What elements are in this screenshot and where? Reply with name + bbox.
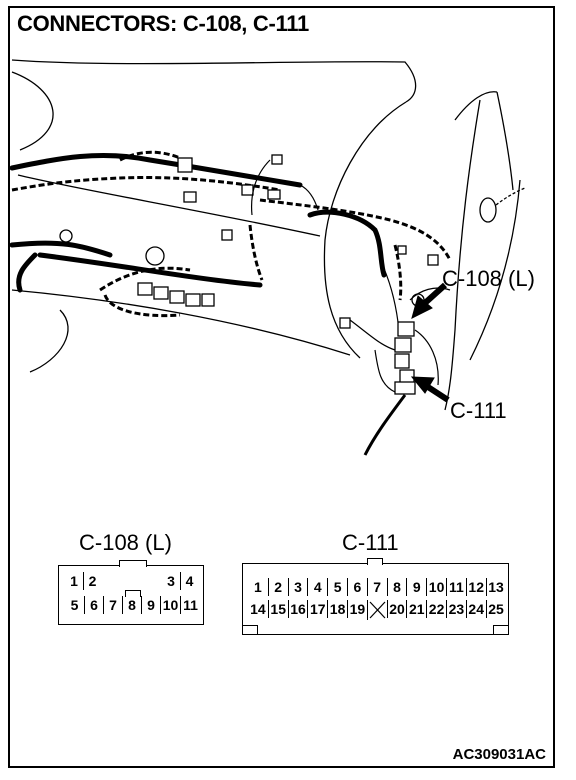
c111-pin: 5 <box>327 578 347 596</box>
c111-blank-cavity <box>366 600 387 620</box>
c108-pin: 1 <box>70 573 78 589</box>
c111-pin: 20 <box>386 600 407 618</box>
small-connector <box>271 154 283 165</box>
c108-pin: 6 <box>84 596 103 614</box>
figure-frame <box>8 6 555 768</box>
connector-c108-face: 1 2 3 4 5 6 7 8 9 10 11 <box>58 560 204 625</box>
c111-callout-label: C-111 <box>450 398 507 423</box>
c111-face-label: C-111 <box>342 530 399 555</box>
figure-title: CONNECTORS: C-108, C-111 <box>17 11 309 36</box>
c111-pin: 13 <box>485 578 506 596</box>
c108-pin: 5 <box>70 597 79 613</box>
c111-pin: 12 <box>465 578 486 596</box>
c111-pin: 10 <box>426 578 446 596</box>
c111-pin: 14 <box>250 601 266 617</box>
c111-pin: 17 <box>307 600 327 618</box>
c111-lock-tab <box>367 558 383 565</box>
c108-pin: 10 <box>160 596 180 614</box>
c108-key <box>125 590 141 597</box>
c111-pin: 2 <box>267 578 288 596</box>
c111-pin: 4 <box>307 578 327 596</box>
c108-pin: 3 <box>167 573 175 589</box>
c111-pin: 16 <box>287 600 308 618</box>
c108-face-label: C-108 (L) <box>79 530 172 555</box>
c108-arrow <box>422 282 448 306</box>
c111-pin: 23 <box>446 600 466 618</box>
dash-right-edge <box>323 101 407 359</box>
c108-arrowhead <box>411 295 433 319</box>
c108-callout-label: C-108 (L) <box>442 266 535 291</box>
dash-top-edge <box>11 59 417 103</box>
c111-pin: 6 <box>347 578 367 596</box>
c111-pin: 24 <box>465 600 486 618</box>
c111-arrowhead <box>410 376 435 394</box>
c111-pin: 11 <box>446 578 466 596</box>
blank-cross-icon <box>369 601 386 619</box>
c111-pin: 1 <box>254 579 262 595</box>
c111-pin: 9 <box>406 578 426 596</box>
c108-lock-tab <box>119 560 147 567</box>
c111-pin: 25 <box>485 600 506 618</box>
c108-pin: 4 <box>180 572 198 590</box>
c111-pin: 19 <box>347 600 367 618</box>
c111-corner-right <box>493 625 508 634</box>
c111-pin: 15 <box>267 600 288 618</box>
c111-pin: 8 <box>386 578 407 596</box>
c108-pin: 2 <box>83 572 101 590</box>
vent-outline <box>11 71 54 151</box>
c111-pin: 18 <box>327 600 347 618</box>
c108-pin: 9 <box>141 596 160 614</box>
c108-pin: 11 <box>180 596 200 614</box>
c111-arrow <box>426 384 450 403</box>
c108-pin: 7 <box>103 596 122 614</box>
c111-pin: 21 <box>406 600 426 618</box>
c108-pin: 8 <box>122 596 141 614</box>
figure-code: AC309031AC <box>452 746 546 763</box>
c111-pin: 3 <box>287 578 308 596</box>
c111-corner-left <box>243 625 258 634</box>
c111-pin: 22 <box>426 600 446 618</box>
c111-pin: 7 <box>366 578 387 596</box>
